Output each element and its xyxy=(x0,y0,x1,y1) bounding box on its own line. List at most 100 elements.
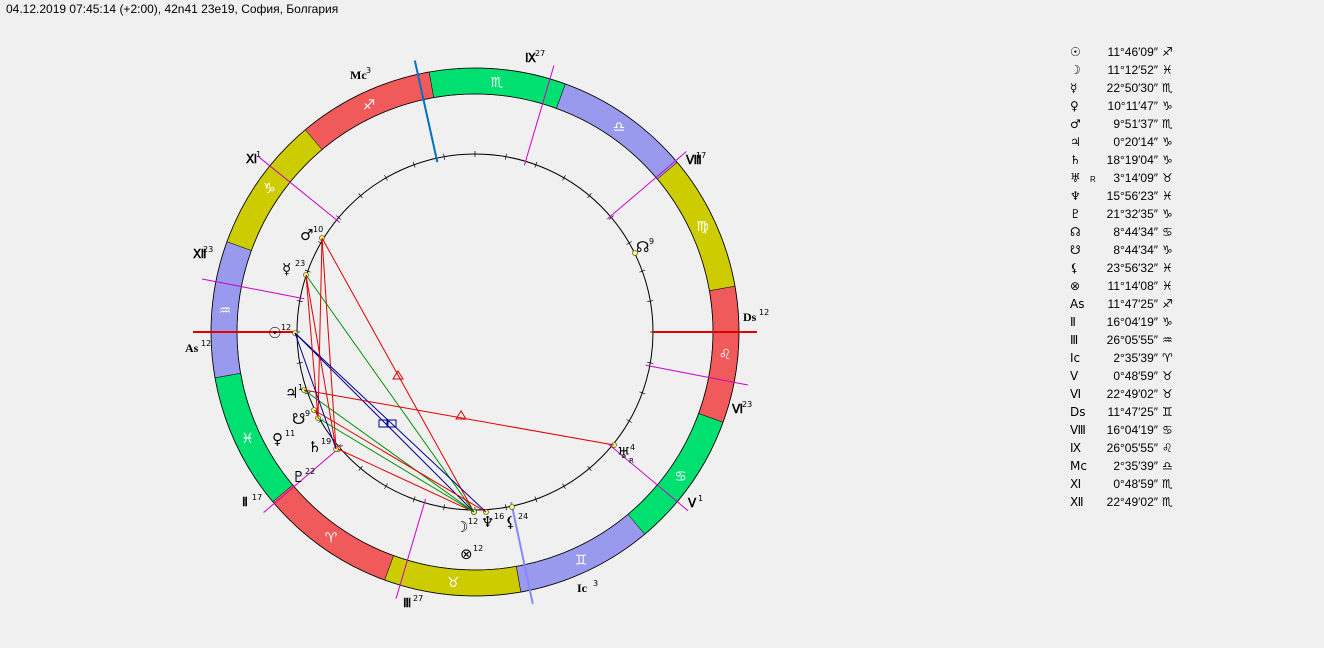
house-degree: 3 xyxy=(366,66,371,75)
degree-tick xyxy=(587,193,592,199)
sign-glyph: ♋ xyxy=(674,469,687,485)
trine-symbol xyxy=(455,410,467,420)
position-sign: ♏ xyxy=(1162,477,1173,491)
position-symbol: ☋ xyxy=(1070,243,1081,257)
position-sign: ♓ xyxy=(1162,261,1173,275)
position-symbol: ♄ xyxy=(1070,153,1081,167)
planet-degree: 9 xyxy=(649,237,654,246)
planet-degree: 22 xyxy=(305,467,315,476)
house-cusp-line xyxy=(258,156,341,223)
sign-glyph: ♊ xyxy=(575,552,588,568)
house-degree: 27 xyxy=(413,594,423,603)
planet-label: ☊9 xyxy=(636,237,654,256)
house-label: Mc xyxy=(350,68,367,82)
position-sign: ♑ xyxy=(1162,135,1173,149)
aspect-line xyxy=(294,332,337,450)
degree-tick xyxy=(647,362,654,364)
sign-glyph: ♉ xyxy=(447,575,460,591)
position-symbol: Mc xyxy=(1070,459,1087,473)
position-sign: ♑ xyxy=(1162,243,1173,257)
position-value: 22°49′02″ xyxy=(1106,495,1158,509)
house-cusp-line xyxy=(202,278,305,300)
planet-glyph: ♇ xyxy=(292,468,305,486)
position-sign: ♊ xyxy=(1162,405,1173,419)
planet-marker xyxy=(632,250,638,256)
planet-degree: 16 xyxy=(494,512,504,521)
house-degree: 17 xyxy=(696,151,706,160)
position-symbol: Ⅱ xyxy=(1070,315,1076,329)
house-degree: 12 xyxy=(759,308,769,317)
sign-glyph: ♎ xyxy=(613,119,626,135)
house-degree: 3 xyxy=(593,579,598,588)
degree-tick xyxy=(336,215,342,220)
degree-tick xyxy=(626,419,632,423)
house-cusp-line xyxy=(395,498,427,599)
position-value: 9°51′37″ xyxy=(1113,117,1158,131)
position-symbol: ♅ xyxy=(1070,171,1081,185)
position-value: 0°20′14″ xyxy=(1113,135,1158,149)
planet-degree: 12 xyxy=(473,544,483,553)
planet-degree: 9 xyxy=(305,409,310,418)
aspect-line xyxy=(313,409,487,513)
position-sign: ♋ xyxy=(1162,423,1173,437)
planet-glyph: ☿ xyxy=(282,260,291,278)
degree-tick xyxy=(358,465,363,471)
house-label: Ⅲ xyxy=(403,596,411,610)
position-symbol: ♆ xyxy=(1070,189,1081,203)
planet-glyph: ☽ xyxy=(455,518,468,536)
position-symbol: ☊ xyxy=(1070,225,1081,239)
position-symbol: Ⅲ xyxy=(1070,333,1079,347)
aspect-line xyxy=(337,448,475,513)
planet-degree: 12 xyxy=(468,517,478,526)
house-label: Ⅷ xyxy=(685,153,702,167)
planet-glyph: ☉ xyxy=(268,324,281,342)
position-value: 2°35′39″ xyxy=(1113,351,1158,365)
planet-marker xyxy=(509,504,515,510)
degree-tick xyxy=(534,496,538,503)
planet-label: ♅4R xyxy=(617,443,635,465)
position-symbol: Ⅸ xyxy=(1070,441,1082,455)
position-symbol: Ⅷ xyxy=(1070,423,1086,437)
position-sign: ♑ xyxy=(1162,207,1173,221)
position-sign: ♐ xyxy=(1162,45,1173,59)
planet-glyph: ⊗ xyxy=(460,545,473,563)
position-symbol: ☽ xyxy=(1070,63,1081,77)
house-degree: 17 xyxy=(252,493,262,502)
degree-tick xyxy=(626,241,632,245)
position-sign: ♏ xyxy=(1162,117,1173,131)
degree-tick xyxy=(412,496,416,503)
position-symbol: Ⅺ xyxy=(1070,477,1082,491)
degree-tick xyxy=(639,391,646,395)
retrograde-flag: R xyxy=(1090,175,1096,184)
position-value: 23°56′32″ xyxy=(1106,261,1158,275)
house-label: Ⅴ xyxy=(687,496,697,510)
planet-glyph: ⚸ xyxy=(505,513,516,531)
planet-degree: 12 xyxy=(281,323,291,332)
position-sign: ♑ xyxy=(1162,315,1173,329)
house-label: Ⅺ xyxy=(245,152,257,166)
position-sign: ♋ xyxy=(1162,225,1173,239)
house-degree: 1 xyxy=(256,150,261,159)
degree-tick xyxy=(296,300,303,302)
position-sign: ♎ xyxy=(1162,459,1173,473)
planet-glyph: ♀ xyxy=(272,430,283,448)
house-label: As xyxy=(185,341,199,355)
house-cusp-line xyxy=(606,151,687,220)
planet-label: ☉12 xyxy=(268,323,291,342)
house-label: Ⅻ xyxy=(192,247,207,261)
position-symbol: Ⅻ xyxy=(1070,495,1084,509)
aspect-line xyxy=(294,332,475,513)
position-symbol: Ⅵ xyxy=(1070,387,1082,401)
sign-glyph: ♒ xyxy=(219,303,232,319)
degree-tick xyxy=(412,161,416,168)
planet-label: ☿23 xyxy=(282,259,305,278)
planet-label: ♇22 xyxy=(292,467,315,486)
degree-tick xyxy=(562,175,566,181)
position-symbol: As xyxy=(1070,297,1085,311)
trine-symbol xyxy=(392,370,404,380)
